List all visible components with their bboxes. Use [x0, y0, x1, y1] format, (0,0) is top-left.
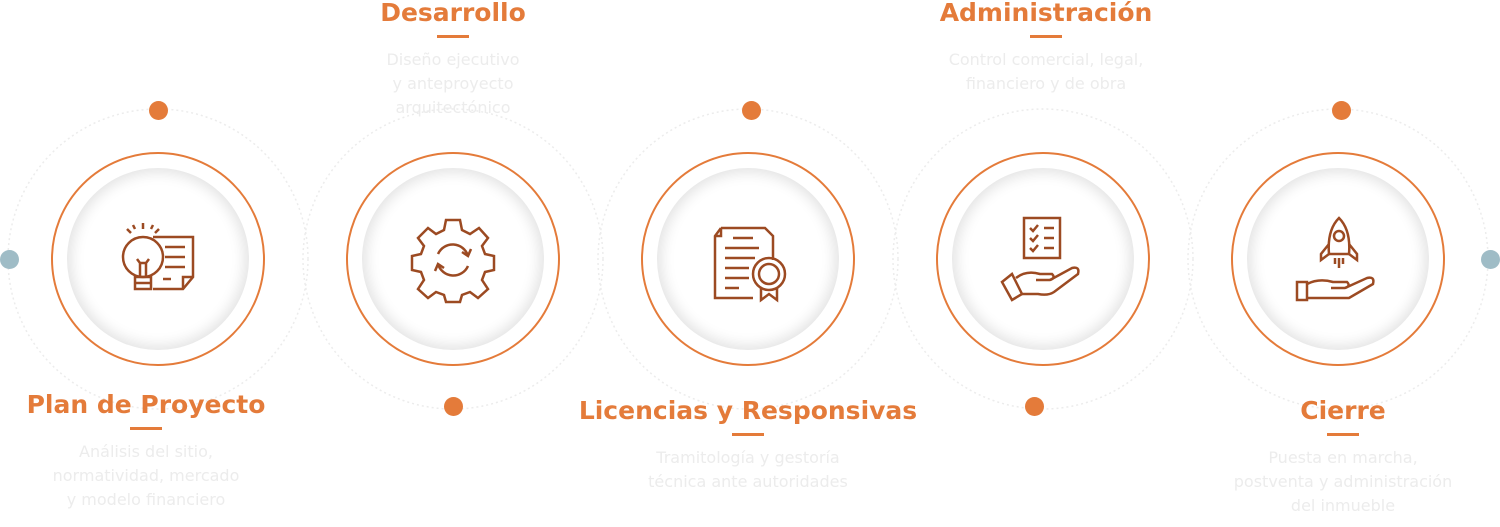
step-desc: Tramitología y gestoría técnica ante auto…	[568, 446, 928, 494]
step-desarrollo: Desarrollo Diseño ejecutivo y anteproyect…	[273, 0, 633, 120]
step-administracion: Administración Control comercial, legal,…	[866, 0, 1226, 96]
title-underline	[732, 433, 764, 436]
step-desc: Diseño ejecutivo y anteproyecto arquitectó…	[273, 48, 633, 120]
step-desc: Puesta en marcha, postventa y administrac…	[1163, 446, 1500, 518]
desc-line: Tramitología y gestoría	[656, 448, 840, 467]
step-circle-licencias	[641, 152, 855, 366]
step-dot	[742, 101, 761, 120]
title-underline	[437, 35, 469, 38]
step-title: Desarrollo	[380, 0, 526, 27]
title-underline	[1030, 35, 1062, 38]
title-underline	[130, 427, 162, 430]
step-desc: Control comercial, legal, financiero y de…	[866, 48, 1226, 96]
desc-line: técnica ante autoridades	[648, 472, 848, 491]
certificate-icon	[713, 226, 787, 303]
desc-line: arquitectónico	[395, 98, 511, 117]
step-title: Administración	[939, 0, 1153, 27]
step-title: Cierre	[1300, 396, 1386, 425]
desc-line: y anteproyecto	[392, 74, 514, 93]
gear-refresh-icon	[410, 218, 496, 304]
step-dot	[1025, 397, 1044, 416]
desc-line: Control comercial, legal,	[948, 50, 1144, 69]
step-circle-desarrollo	[346, 152, 560, 366]
lightbulb-document-icon	[121, 223, 195, 291]
desc-line: Diseño ejecutivo	[386, 50, 520, 69]
step-plan: Plan de Proyecto Análisis del sitio, norm…	[0, 390, 326, 512]
desc-line: y modelo financiero	[66, 490, 226, 509]
title-underline	[1327, 433, 1359, 436]
rocket-hand-icon	[1295, 216, 1375, 302]
step-desc: Análisis del sitio, normatividad, mercado…	[0, 440, 326, 512]
desc-line: del inmueble	[1290, 496, 1396, 515]
step-licencias: Licencias y Responsivas Tramitología y g…	[568, 396, 928, 494]
step-circle-cierre	[1231, 152, 1445, 366]
desc-line: postventa y administración	[1233, 472, 1453, 491]
desc-line: Análisis del sitio,	[79, 442, 213, 461]
step-dot	[444, 397, 463, 416]
desc-line: normatividad, mercado	[52, 466, 240, 485]
step-cierre: Cierre Puesta en marcha, postventa y admi…	[1163, 396, 1500, 518]
desc-line: Puesta en marcha,	[1268, 448, 1418, 467]
desc-line: financiero y de obra	[965, 74, 1127, 93]
step-title: Licencias y Responsivas	[578, 396, 918, 425]
step-dot	[1332, 101, 1351, 120]
checklist-hand-icon	[1000, 216, 1080, 302]
end-dot	[1481, 250, 1500, 269]
step-circle-administracion	[936, 152, 1150, 366]
step-circle-plan	[51, 152, 265, 366]
start-dot	[0, 250, 19, 269]
step-dot	[149, 101, 168, 120]
step-title: Plan de Proyecto	[26, 390, 266, 419]
